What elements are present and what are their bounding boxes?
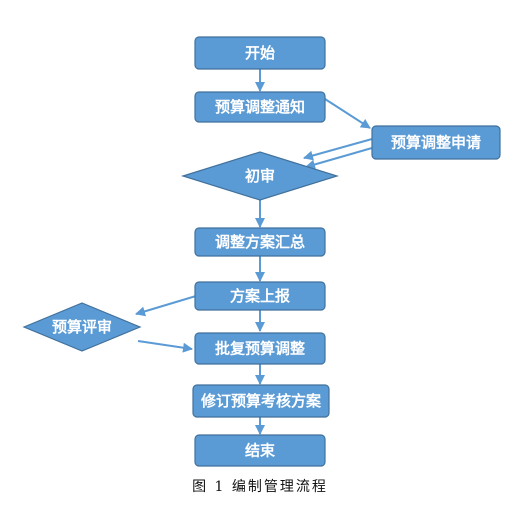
node-report-label: 方案上报 <box>230 287 290 305</box>
node-notice: 预算调整通知 <box>194 91 326 123</box>
node-end: 结束 <box>194 434 326 467</box>
node-first-review-label: 初审 <box>245 167 275 185</box>
node-budget-review-label: 预算评审 <box>52 318 112 336</box>
node-revise-label: 修订预算考核方案 <box>200 392 322 410</box>
edge-budget-review-approve <box>137 340 193 353</box>
node-start: 开始 <box>194 36 326 70</box>
node-approve-label: 批复预算调整 <box>215 340 305 358</box>
node-apply: 预算调整申请 <box>371 125 501 160</box>
node-start-label: 开始 <box>245 44 275 62</box>
node-first-review: 初审 <box>180 151 340 201</box>
edge-apply-review-1 <box>303 138 373 161</box>
node-apply-label: 预算调整申请 <box>391 134 481 152</box>
edge-apply-review-2 <box>305 147 373 170</box>
node-summary-label: 调整方案汇总 <box>215 233 305 251</box>
node-revise: 修订预算考核方案 <box>192 384 330 418</box>
node-end-label: 结束 <box>245 442 276 460</box>
node-notice-label: 预算调整通知 <box>215 98 305 116</box>
node-approve: 批复预算调整 <box>194 332 326 365</box>
edge-report-budget-review <box>135 295 197 317</box>
figure-caption: 图 1 编制管理流程 <box>192 479 328 495</box>
node-report: 方案上报 <box>194 281 326 311</box>
node-budget-review: 预算评审 <box>22 302 142 352</box>
edge-notice-apply <box>324 98 371 129</box>
node-summary: 调整方案汇总 <box>194 227 326 257</box>
